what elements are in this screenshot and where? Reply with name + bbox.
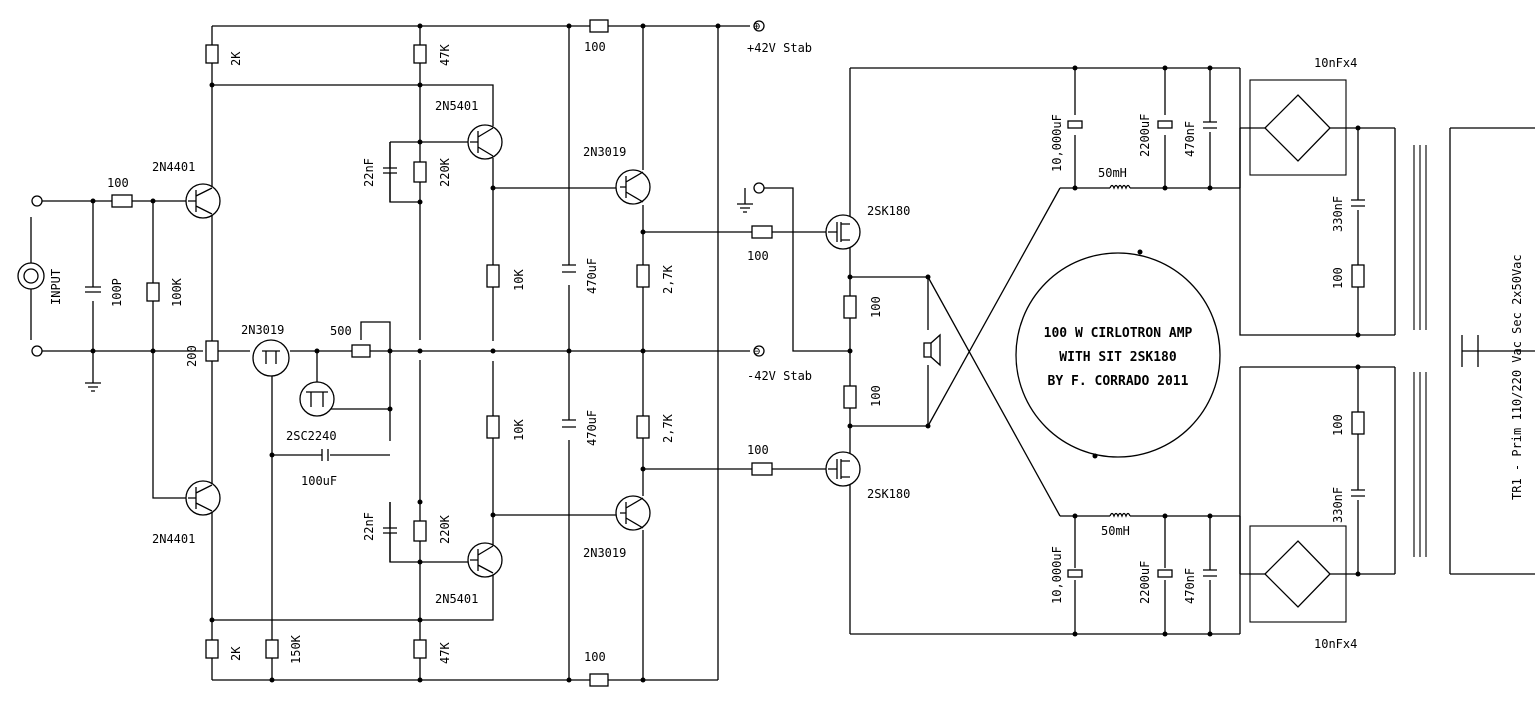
speaker xyxy=(923,333,941,367)
labels: ⊕ +42V Stab ⊖ -42V Stab INPUT 2N4401 2N4… xyxy=(49,19,1524,664)
label-q-vbe2: 2SC2240 xyxy=(286,429,337,443)
label-r-gate-top: 100 xyxy=(747,249,769,263)
label-c-470n-top: 470nF xyxy=(1183,121,1197,157)
input-label: INPUT xyxy=(49,269,63,305)
label-c-100u: 100uF xyxy=(301,474,337,488)
label-c-10000-top: 10,000uF xyxy=(1050,114,1064,172)
bridge-rectifiers xyxy=(1249,79,1347,623)
label-r-47k-bot: 47K xyxy=(438,642,452,664)
label-r-rail-top: 100 xyxy=(584,40,606,54)
rail-neg-terminal xyxy=(753,345,765,357)
label-r-220k-bot: 220K xyxy=(438,514,452,544)
label-r-47k-top: 47K xyxy=(438,44,452,66)
label-r-snub-top: 100 xyxy=(1331,267,1345,289)
label-r-src-bot: 100 xyxy=(869,385,883,407)
inductors xyxy=(1109,184,1131,518)
label-q-in-bot: 2N4401 xyxy=(152,532,195,546)
label-r-220k-top: 220K xyxy=(438,157,452,187)
rail-pos-label: +42V Stab xyxy=(747,41,812,55)
ground-symbols xyxy=(85,203,753,392)
label-r-top-2k: 2K xyxy=(229,51,243,66)
label-q-vbe: 2N3019 xyxy=(241,323,284,337)
label-c-470n-bot: 470nF xyxy=(1183,568,1197,604)
label-c-470u-bot: 470uF xyxy=(585,410,599,446)
label-r-bias: 100K xyxy=(170,277,184,307)
label-r-10k-bot: 10K xyxy=(512,419,526,441)
label-q-drv-top: 2N3019 xyxy=(583,145,626,159)
label-q-in-top: 2N4401 xyxy=(152,160,195,174)
transistors xyxy=(185,124,861,578)
label-r-snub-bot: 100 xyxy=(1331,414,1345,436)
wires-amplifier xyxy=(42,25,828,681)
label-c-2200-top: 2200uF xyxy=(1138,114,1152,157)
label-c-470u-top: 470uF xyxy=(585,258,599,294)
wires-output xyxy=(744,67,1535,635)
label-c-in: 100P xyxy=(110,278,124,307)
label-r-10k-top: 10K xyxy=(512,269,526,291)
rail-pos-terminal xyxy=(753,20,765,32)
label-c-10000-bot: 10,000uF xyxy=(1050,546,1064,604)
rail-neg-symbol: ⊖ xyxy=(753,344,760,358)
capacitors xyxy=(85,120,1365,578)
label-l-bot: 50mH xyxy=(1101,524,1130,538)
junction-dots xyxy=(90,23,1361,683)
rail-neg-label: -42V Stab xyxy=(747,369,812,383)
title-line-3: BY F. CORRADO 2011 xyxy=(1048,374,1189,389)
resistors xyxy=(111,19,1365,687)
label-fet-bot: 2SK180 xyxy=(867,487,910,501)
input-jack xyxy=(17,195,45,357)
label-c-bridge-top: 10nFx4 xyxy=(1314,56,1357,70)
label-r-150k: 150K xyxy=(289,634,303,664)
label-c-2200-bot: 2200uF xyxy=(1138,561,1152,604)
rail-pos-symbol: ⊕ xyxy=(753,19,760,33)
title-line-1: 100 W CIRLOTRON AMP xyxy=(1044,326,1193,341)
label-r-bot-2k: 2K xyxy=(229,646,243,661)
label-c-22n-bot: 22nF xyxy=(362,512,376,541)
label-pot-200: 200 xyxy=(185,345,199,367)
label-c-330n-bot: 330nF xyxy=(1331,487,1345,523)
title-circle xyxy=(1015,252,1221,458)
label-r-gate-bot: 100 xyxy=(747,443,769,457)
label-fet-top: 2SK180 xyxy=(867,204,910,218)
label-r-27k-top: 2,7K xyxy=(661,264,675,294)
transformer xyxy=(1394,128,1463,574)
label-r-rail-bot: 100 xyxy=(584,650,606,664)
label-c-22n-top: 22nF xyxy=(362,158,376,187)
label-r-src-top: 100 xyxy=(869,296,883,318)
label-c-bridge-bot: 10nFx4 xyxy=(1314,637,1357,651)
label-pot-500: 500 xyxy=(330,324,352,338)
label-r-in: 100 xyxy=(107,176,129,190)
label-c-330n-top: 330nF xyxy=(1331,196,1345,232)
label-q-drv-bot: 2N3019 xyxy=(583,546,626,560)
label-r-27k-bot: 2,7K xyxy=(661,413,675,443)
label-l-top: 50mH xyxy=(1098,166,1127,180)
ground-terminal xyxy=(753,182,765,194)
label-q-vas-top: 2N5401 xyxy=(435,99,478,113)
transformer-label: TR1 - Prim 110/220 Vac Sec 2x50Vac xyxy=(1510,254,1524,500)
label-q-vas-bot: 2N5401 xyxy=(435,592,478,606)
title-line-2: WITH SIT 2SK180 xyxy=(1059,350,1177,365)
